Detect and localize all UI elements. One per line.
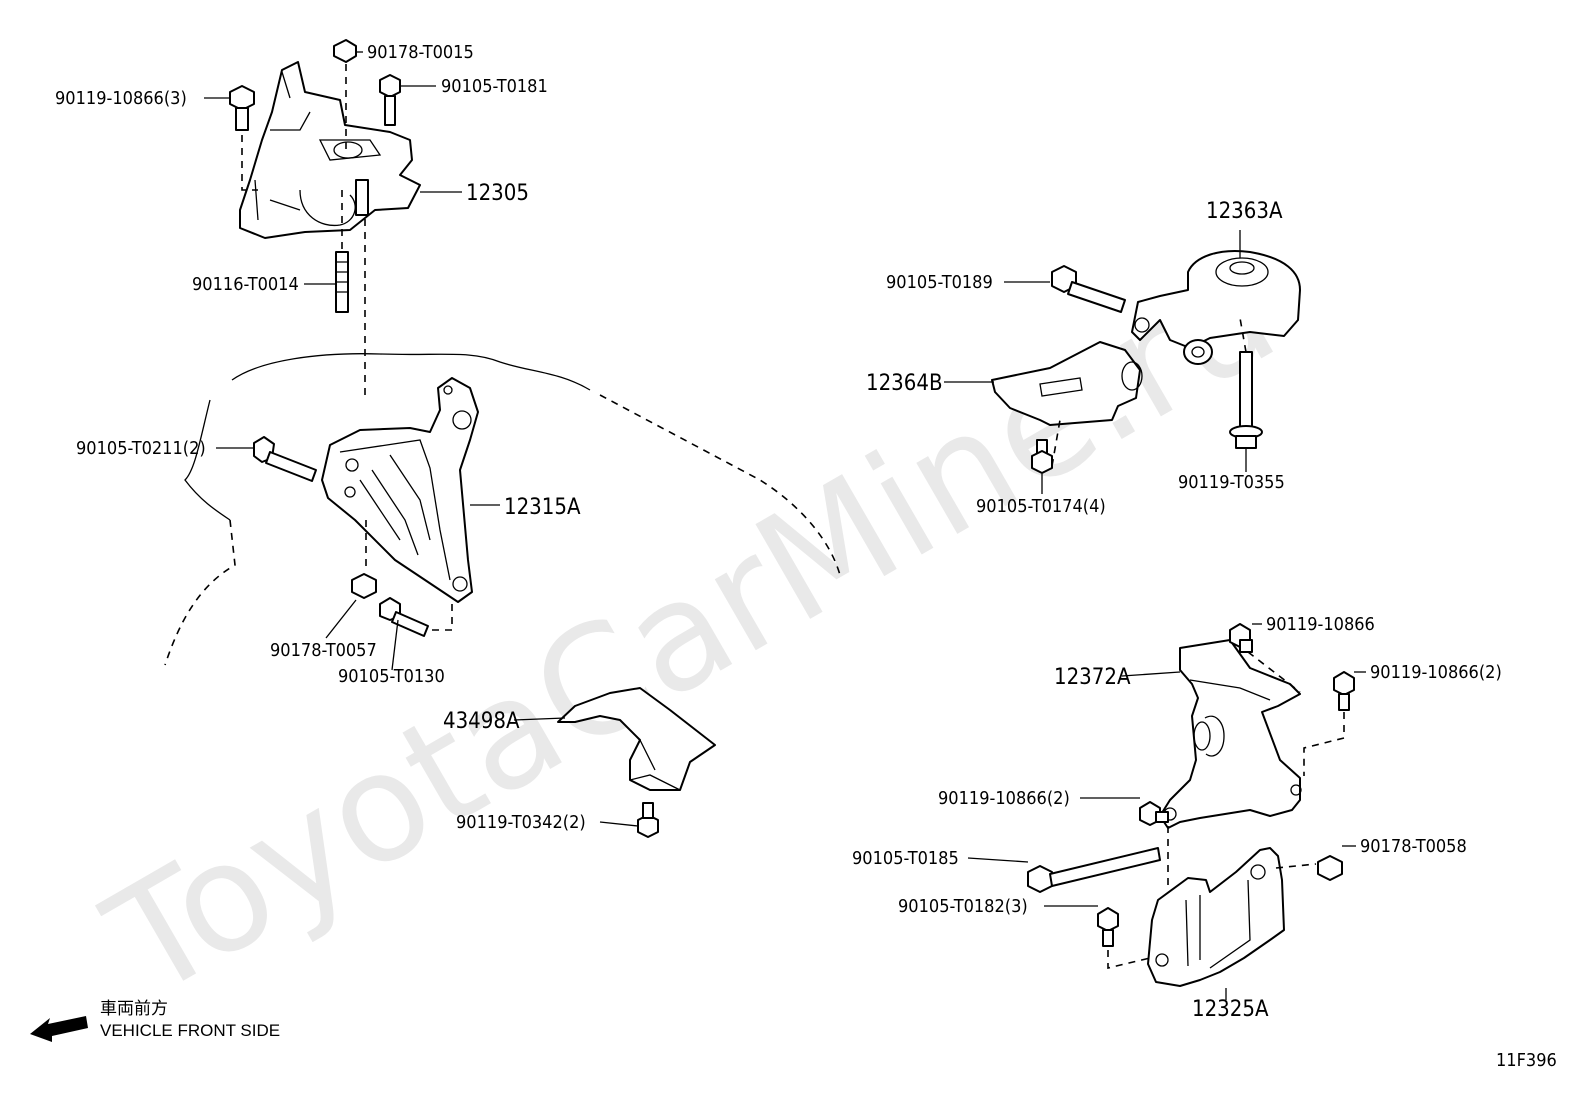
label-90119-T0355: 90119-T0355 xyxy=(1178,472,1285,493)
bolt-90119-10866-2-right xyxy=(1333,671,1355,711)
label-90116-T0014: 90116-T0014 xyxy=(192,274,299,295)
label-12363A: 12363A xyxy=(1206,199,1283,224)
bracket-12315A xyxy=(321,377,479,603)
nut-90178-T0015 xyxy=(333,39,357,63)
engine-outline xyxy=(164,353,841,666)
label-12305: 12305 xyxy=(466,181,529,206)
vehicle-front-arrow-icon xyxy=(30,1016,88,1042)
label-90105-T0130: 90105-T0130 xyxy=(338,666,445,687)
label-90119-10866-2-right: 90119-10866(2) xyxy=(1370,662,1502,683)
shield-43498A xyxy=(557,687,716,791)
label-43498A: 43498A xyxy=(443,709,520,734)
bolt-90105-T0189 xyxy=(1051,265,1126,313)
bolt-90119-10866-2-left xyxy=(1139,801,1169,826)
label-90105-T0211-2: 90105-T0211(2) xyxy=(76,438,206,459)
bolt-90105-T0211 xyxy=(253,436,317,482)
bushing-12363A xyxy=(1183,339,1213,365)
bolt-90105-T0182 xyxy=(1097,907,1119,947)
label-90178-T0058: 90178-T0058 xyxy=(1360,836,1467,857)
bolt-90105-T0185 xyxy=(1027,847,1161,893)
label-90178-T0015: 90178-T0015 xyxy=(367,42,474,63)
label-12364B: 12364B xyxy=(866,371,943,396)
label-90105-T0182-3: 90105-T0182(3) xyxy=(898,896,1028,917)
label-12372A: 12372A xyxy=(1054,665,1131,690)
label-90105-T0185: 90105-T0185 xyxy=(852,848,959,869)
label-90105-T0181: 90105-T0181 xyxy=(441,76,548,97)
label-90119-T0342-2: 90119-T0342(2) xyxy=(456,812,586,833)
direction-label-jp: 車両前方 xyxy=(100,999,168,1019)
mount-12363A xyxy=(1131,250,1301,349)
label-90119-10866-2-left: 90119-10866(2) xyxy=(938,788,1070,809)
bolt-90105-T0130 xyxy=(379,597,429,637)
bolt-90119-T0355 xyxy=(1229,351,1263,449)
nut-90178-T0058 xyxy=(1317,855,1343,881)
label-90119-10866-3: 90119-10866(3) xyxy=(55,88,187,109)
bracket-12372A xyxy=(1159,639,1302,829)
watermark: ToyotaCarMine.ru xyxy=(80,225,1303,1031)
stud-90116-T0014 xyxy=(335,251,349,313)
bolt-90119-T0342 xyxy=(637,802,659,838)
bolt-90119-10866-3 xyxy=(229,85,255,131)
bracket-12325A xyxy=(1147,847,1285,987)
label-90105-T0189: 90105-T0189 xyxy=(886,272,993,293)
diagram-code: 11F396 xyxy=(1496,1050,1557,1071)
bracket-12364B xyxy=(991,341,1143,426)
bolt-90105-T0181 xyxy=(379,74,401,126)
label-90178-T0057: 90178-T0057 xyxy=(270,640,377,661)
engine-mount-12305 xyxy=(239,61,421,239)
bolt-90119-10866 xyxy=(1229,623,1253,653)
leader-lines xyxy=(204,51,1366,1000)
label-12325A: 12325A xyxy=(1192,997,1269,1022)
label-90105-T0174-4: 90105-T0174(4) xyxy=(976,496,1106,517)
label-12315A: 12315A xyxy=(504,495,581,520)
nut-90178-T0057 xyxy=(351,573,377,599)
label-90119-10866: 90119-10866 xyxy=(1266,614,1375,635)
bolt-90105-T0174 xyxy=(1031,439,1053,474)
stud-12305 xyxy=(355,179,369,216)
direction-label-en: VEHICLE FRONT SIDE xyxy=(100,1021,280,1040)
